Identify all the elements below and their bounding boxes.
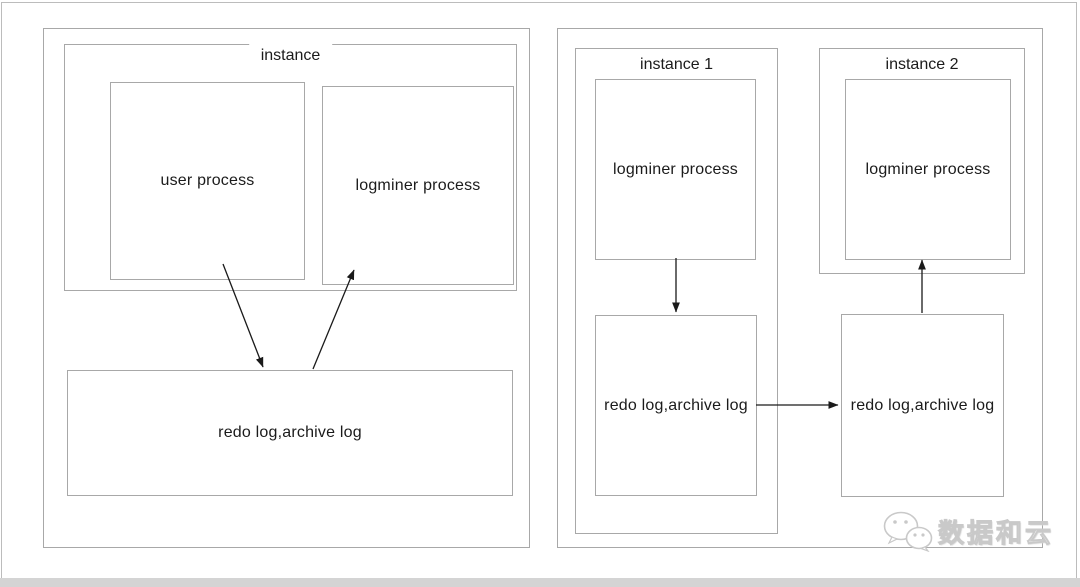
user-process-box: user process (110, 82, 305, 280)
instance2-logminer-label: logminer process (865, 160, 991, 178)
instance1-logminer-label: logminer process (612, 160, 739, 178)
logminer-process-label-left: logminer process (355, 176, 481, 194)
left-panel: instance user process logminer process r… (43, 28, 530, 548)
watermark: 数据和云 (882, 510, 1054, 552)
watermark-brand-text: 数据和云 (937, 517, 1055, 548)
instance1-box: instance 1 logminer process redo log,arc… (575, 48, 778, 534)
instance2-redo-log-box: redo log,archive log (841, 314, 1004, 497)
instance1-redo-log-label: redo log,archive log (604, 396, 748, 414)
user-process-label: user process (160, 172, 255, 189)
instance2-logminer-box: logminer process (845, 79, 1011, 260)
bottom-divider-bar (0, 578, 1080, 587)
logminer-process-box-left: logminer process (322, 86, 514, 285)
instance2-redo-log-label: redo log,archive log (850, 396, 995, 414)
instance1-logminer-box: logminer process (595, 79, 756, 260)
redo-log-box-left: redo log,archive log (67, 370, 513, 496)
instance1-redo-log-box: redo log,archive log (595, 315, 757, 496)
instance2-box: instance 2 logminer process (819, 48, 1025, 274)
instance2-label: instance 2 (885, 56, 959, 73)
wechat-icon (883, 511, 933, 552)
instance-label: instance (248, 43, 333, 69)
right-panel: instance 1 logminer process redo log,arc… (557, 28, 1043, 548)
instance1-label: instance 1 (640, 56, 713, 73)
redo-log-label-left: redo log,archive log (218, 424, 362, 441)
instance-box: instance user process logminer process (64, 43, 517, 291)
